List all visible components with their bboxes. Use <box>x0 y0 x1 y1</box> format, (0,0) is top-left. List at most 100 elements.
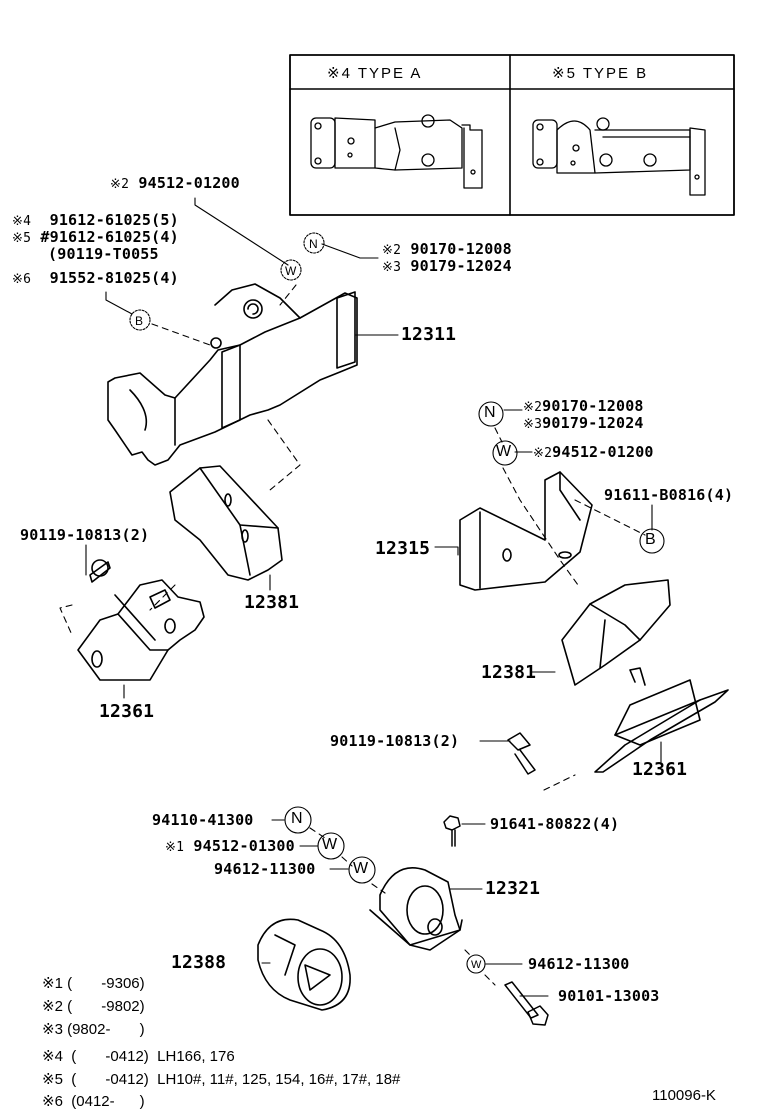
note-range: ( -0412) <box>71 1048 149 1065</box>
insulator-12361-left-drawing <box>77 559 205 681</box>
note-mark: ※4 <box>12 214 32 229</box>
crossmember-12311-drawing <box>107 283 358 466</box>
note-range: (9802- ) <box>67 1021 145 1038</box>
inset-panel-type-a-title: ※4 TYPE A <box>327 64 422 82</box>
washer-symbol: W <box>322 836 338 853</box>
callout-91641-80822: 91641-80822(4) <box>490 815 620 833</box>
note-mark: ※6 <box>42 1093 63 1110</box>
type-b-bracket-drawing <box>532 117 706 196</box>
part-number: 90179-12024 <box>542 414 644 432</box>
note-mark: ※3 <box>382 260 402 275</box>
part-number: 94512-01200 <box>552 443 654 461</box>
note-mark: ※2 <box>110 177 130 192</box>
note-row: ※6 (0412- ) <box>42 1093 145 1111</box>
inset-mark: ※4 <box>327 65 352 82</box>
callout-94512-01200-top: ※2 94512-01200 <box>110 175 240 193</box>
callout-right-washer: ※294512-01200 <box>533 444 654 462</box>
callout-12381-left: 12381 <box>244 592 300 613</box>
note-range: ( -0412) <box>71 1071 149 1088</box>
washer-symbol: W <box>471 959 482 971</box>
note-range: (0412- ) <box>71 1093 145 1110</box>
note-models: LH166, 176 <box>157 1048 235 1065</box>
note-row: ※4 ( -0412) LH166, 176 <box>42 1048 235 1066</box>
symbol-circles <box>129 232 665 974</box>
note-mark: ※3 <box>523 417 543 432</box>
cushion-12388-drawing <box>257 918 351 1011</box>
note-row: ※2 ( -9802) <box>42 998 145 1016</box>
diagram-code: 110096-K <box>652 1087 716 1104</box>
callout-90119-10813-left: 90119-10813(2) <box>20 526 150 544</box>
leader-lines <box>85 197 662 997</box>
nut-symbol: N <box>484 404 496 421</box>
stopper-12381-right-drawing <box>561 579 671 686</box>
callout-bolt-group-line4: ※6 91552-81025(4) <box>12 270 179 288</box>
rear-mount-12321-drawing <box>369 867 463 951</box>
nut-symbol: N <box>309 237 318 251</box>
callout-91611-b0816: 91611-B0816(4) <box>604 486 734 504</box>
washer-symbol: W <box>285 264 297 278</box>
type-a-bracket-drawing <box>310 114 483 189</box>
note-range: ( -9306) <box>67 975 145 992</box>
note-row: ※3 (9802- ) <box>42 1021 145 1039</box>
bracket-12315-drawing <box>459 471 593 591</box>
part-number: 90179-12024 <box>410 257 512 275</box>
note-mark: ※2 <box>382 243 402 258</box>
note-mark: ※5 <box>12 231 32 246</box>
note-mark: ※1 <box>165 840 185 855</box>
bolt-91641-drawing <box>443 815 461 847</box>
part-number: 90170-12008 <box>410 240 512 258</box>
part-number: 94512-01300 <box>193 837 295 855</box>
callout-12361-right: 12361 <box>632 759 688 780</box>
callout-94612-11300-upper: 94612-11300 <box>214 860 316 878</box>
callout-right-nut-line1: ※290170-12008 <box>523 398 644 416</box>
callout-94612-11300-lower: 94612-11300 <box>528 955 630 973</box>
note-mark: ※6 <box>12 272 32 287</box>
callout-bolt-group-line3: (90119-T0055 <box>48 245 159 263</box>
bolt-90119-right-drawing <box>507 732 536 775</box>
note-models: LH10#, 11#, 125, 154, 16#, 17#, 18# <box>157 1071 401 1088</box>
part-number: #91612-61025(4) <box>40 228 179 246</box>
callout-top-nut-line1: ※2 90170-12008 <box>382 241 512 259</box>
callout-94110-41300: 94110-41300 <box>152 811 254 829</box>
note-mark: ※2 <box>533 446 553 461</box>
washer-symbol: W <box>353 860 369 877</box>
inset-mark: ※5 <box>552 65 577 82</box>
part-number: 90170-12008 <box>542 397 644 415</box>
note-mark: ※5 <box>42 1071 63 1088</box>
note-mark: ※2 <box>523 400 543 415</box>
callout-right-nut-line2: ※390179-12024 <box>523 415 644 433</box>
callout-12388: 12388 <box>171 952 227 973</box>
callout-90101-13003: 90101-13003 <box>558 987 660 1005</box>
callout-bolt-group-line1: ※4 91612-61025(5) <box>12 212 179 230</box>
note-mark: ※3 <box>42 1021 63 1038</box>
washer-symbol: W <box>496 443 512 460</box>
bolt-symbol: B <box>645 531 656 548</box>
nut-symbol: N <box>291 810 303 827</box>
bolt-symbol: B <box>135 314 144 328</box>
inset-frame <box>289 54 735 216</box>
part-number: 91552-81025(4) <box>49 269 179 287</box>
callout-12315: 12315 <box>375 538 431 559</box>
inset-panel-type-b-title: ※5 TYPE B <box>552 64 648 82</box>
note-range: ( -9802) <box>67 998 145 1015</box>
callout-90119-10813-right: 90119-10813(2) <box>330 732 460 750</box>
part-number: 91612-61025(5) <box>49 211 179 229</box>
bolt-90101-drawing <box>504 981 549 1026</box>
inset-title-text: TYPE B <box>582 65 649 82</box>
callout-12311: 12311 <box>401 324 457 345</box>
note-mark: ※2 <box>42 998 63 1015</box>
note-row: ※5 ( -0412) LH10#, 11#, 125, 154, 16#, 1… <box>42 1071 400 1089</box>
dashed-lines <box>59 284 646 986</box>
note-mark: ※1 <box>42 975 63 992</box>
inset-title-text: TYPE A <box>357 65 423 82</box>
callout-top-nut-line2: ※3 90179-12024 <box>382 258 512 276</box>
note-row: ※1 ( -9306) <box>42 975 145 993</box>
callout-94512-01300: ※1 94512-01300 <box>165 838 295 856</box>
callout-12321: 12321 <box>485 878 541 899</box>
stopper-12381-left-drawing <box>169 465 283 581</box>
insulator-12361-right-drawing <box>594 667 729 773</box>
callout-bolt-group-line2: ※5 #91612-61025(4) <box>12 229 179 247</box>
note-mark: ※4 <box>42 1048 63 1065</box>
